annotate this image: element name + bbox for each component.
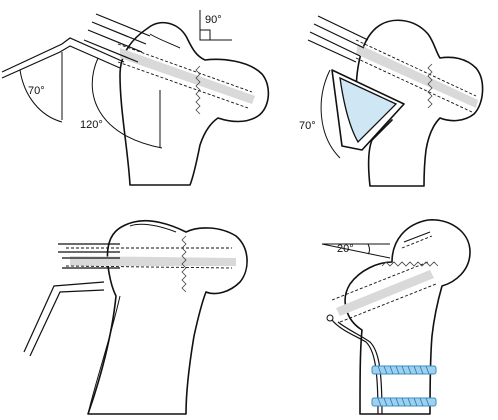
angle-guide-wire-3: [23, 281, 105, 353]
angle-guide-wire-1: [1, 37, 125, 73]
angle-label-120: 120°: [80, 119, 103, 131]
guide-wire-1b: [91, 21, 147, 45]
cortical-screw-2: [371, 397, 437, 407]
removed-wedge: [339, 76, 398, 144]
femur-outline-4: [344, 219, 471, 415]
osteotomy-line-1: [195, 65, 201, 115]
angle-arc-70-2: [320, 69, 341, 159]
angle-arc-120: [91, 57, 163, 149]
angle-label-90: 90°: [205, 14, 222, 26]
osteotomy-line-2: [427, 63, 433, 109]
guide-wire-1a: [95, 13, 151, 37]
cortical-screw-1: [371, 365, 437, 375]
panel-top-left: 90° 70° 120°: [1, 10, 270, 186]
chisel-channel-4: [336, 270, 434, 316]
angle-label-70-2: 70°: [299, 120, 316, 132]
angle-label-70-1: 70°: [28, 85, 45, 97]
panel-bottom-left: [23, 219, 248, 415]
right-angle-guide: 90°: [199, 10, 232, 41]
femur-outline-1: [119, 21, 270, 186]
blade-plate: [331, 319, 379, 415]
panel-bottom-right: 20°: [321, 219, 471, 415]
chisel-channel-1: [120, 48, 255, 104]
femur-outline-3: [87, 219, 248, 415]
angle-guide-20: 20°: [321, 243, 391, 259]
angle-label-20: 20°: [337, 243, 354, 255]
osteotomy-line-3: [181, 235, 187, 293]
osteotomy-line-4: [381, 261, 439, 267]
panel-top-right: 70°: [299, 15, 484, 187]
chisel-channel-2: [356, 44, 478, 108]
angle-arc-70-1: [19, 69, 63, 123]
